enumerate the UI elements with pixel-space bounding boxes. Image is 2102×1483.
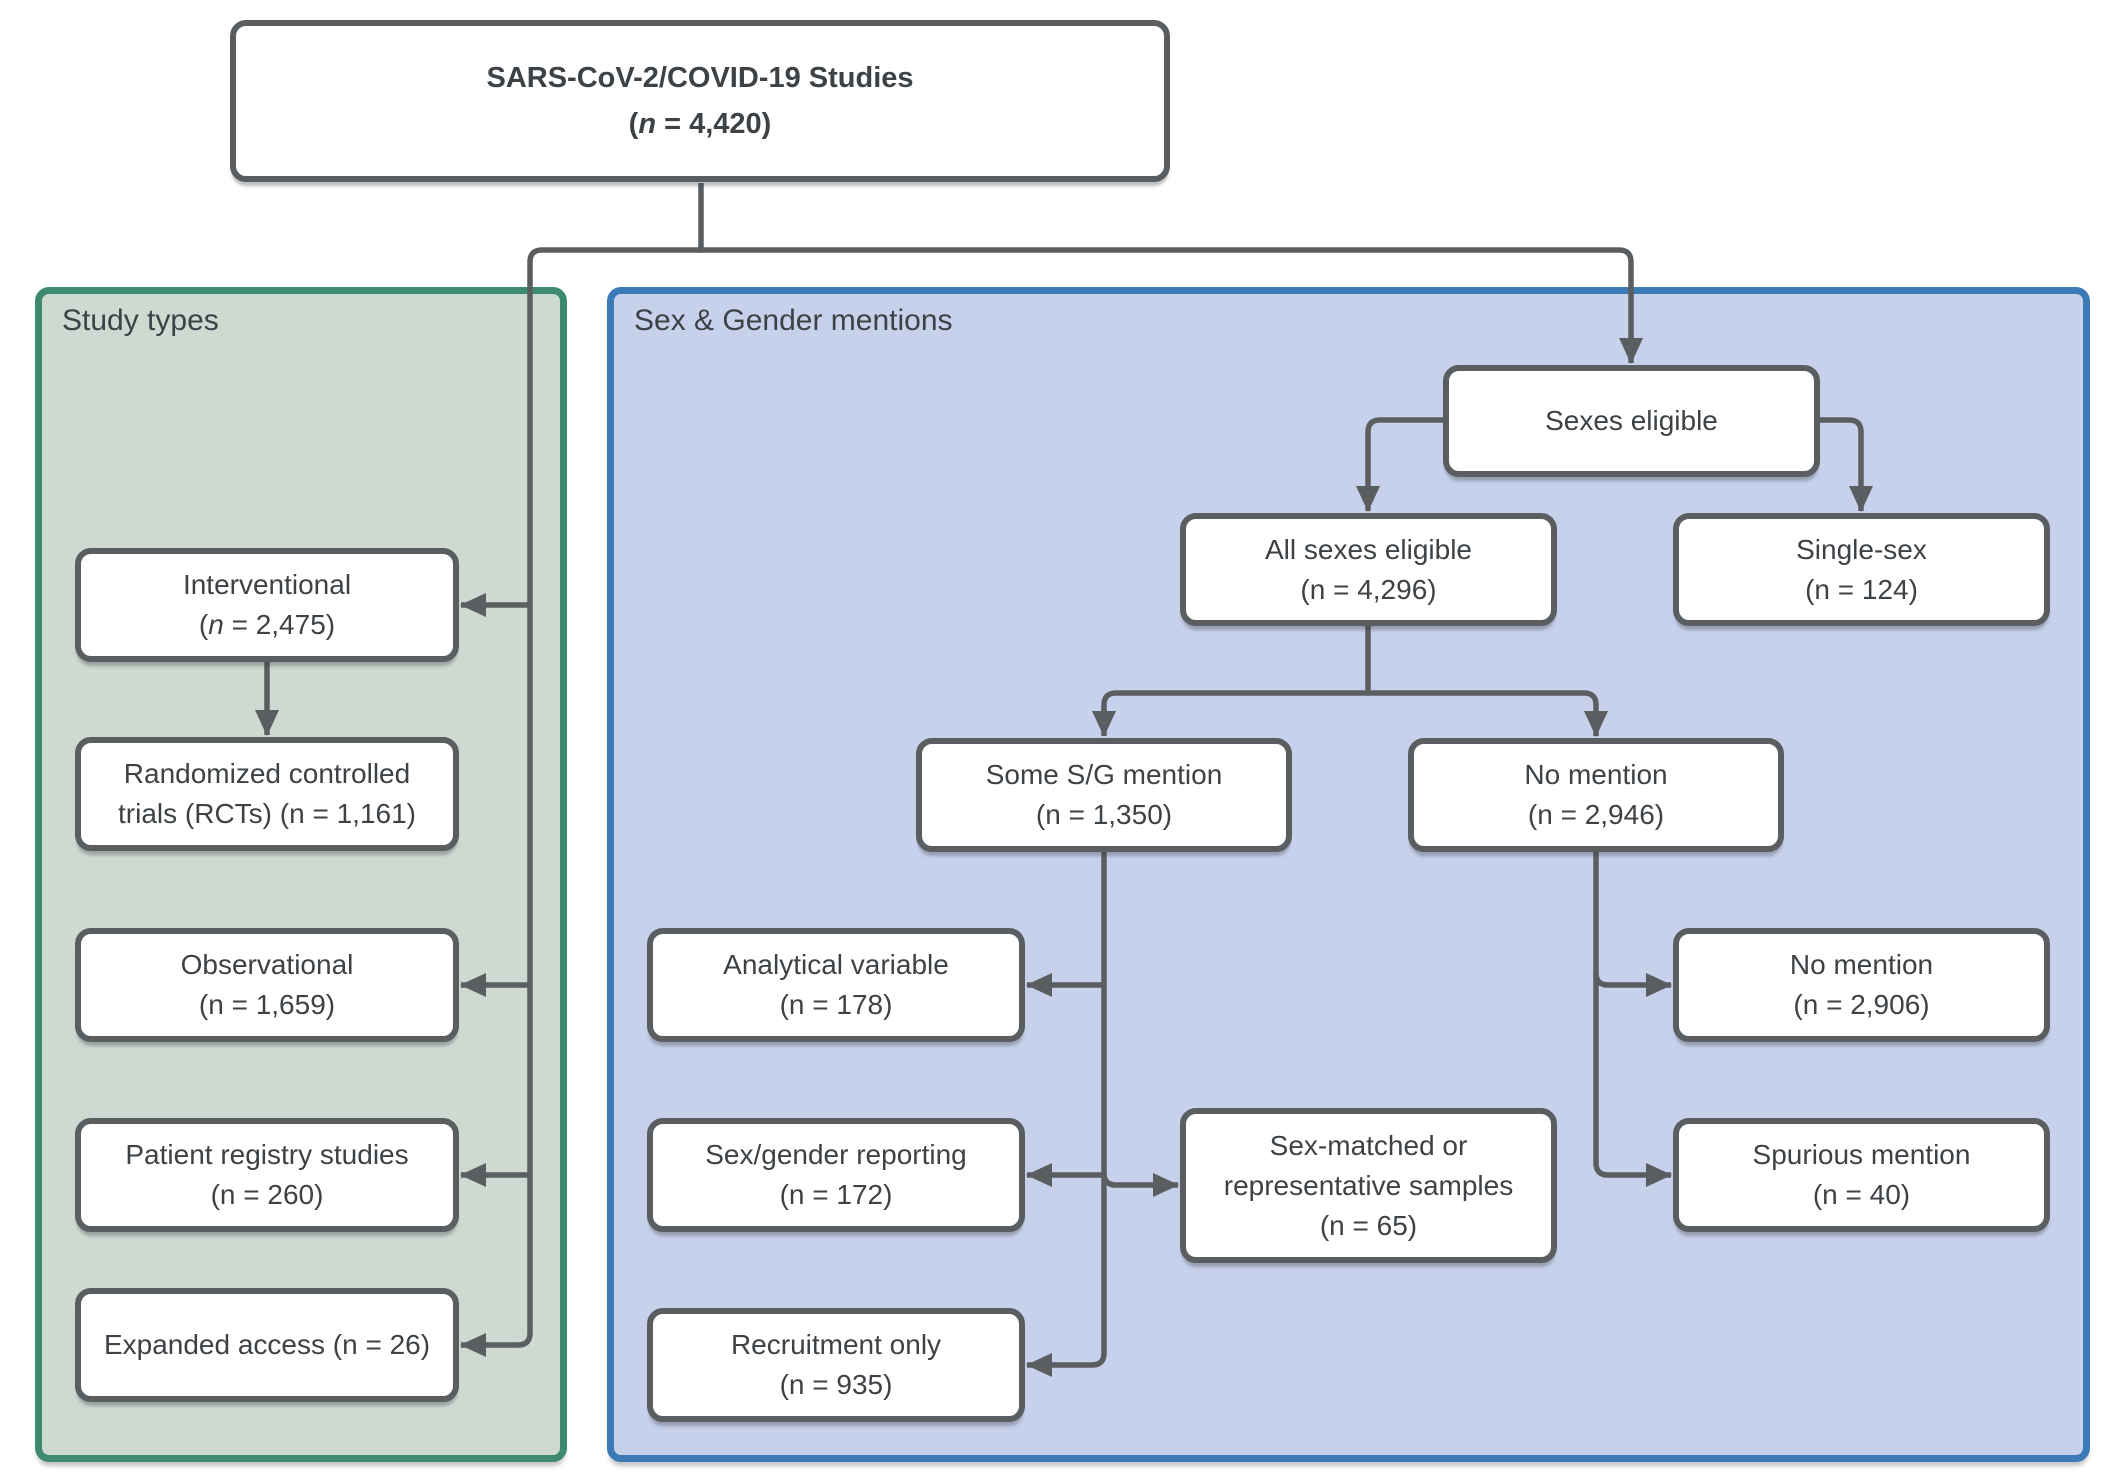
panel-study-types-label: Study types — [62, 304, 219, 337]
box-line: All sexes eligible — [1265, 533, 1472, 565]
box-line: (n = 1,659) — [198, 989, 336, 1020]
connector — [699, 247, 1643, 364]
connector — [1092, 690, 1368, 737]
flow-box-some-sg-mention: Some S/G mention (n = 1,350) — [916, 738, 1292, 852]
flow-box-expanded-access: Expanded access (n = 26) — [75, 1288, 459, 1402]
flow-box-all-sexes-eligible: All sexes eligible (n = 4,296) — [1180, 513, 1557, 626]
box-line: (n = 935) — [779, 1369, 893, 1400]
panel-study-types: Study types — [35, 287, 567, 1462]
box-line: Observational — [180, 949, 354, 980]
box-line: Interventional — [182, 569, 352, 600]
italic-n: n — [208, 609, 224, 640]
box-line: (n = 65) — [1319, 1209, 1418, 1241]
box-line: trials (RCTs) (n = 1,161) — [118, 798, 416, 829]
flow-box-analytical-variable: Analytical variable (n = 178) — [647, 928, 1025, 1042]
box-line: (n = 124) — [1805, 573, 1918, 605]
box-line: Patient registry studies — [125, 1139, 409, 1170]
box-line: Analytical variable — [723, 949, 949, 980]
box-line: Some S/G mention — [985, 759, 1223, 790]
panel-sex-gender-mentions-label: Sex & Gender mentions — [634, 304, 953, 337]
flow-box-sex-matched: Sex-matched or representative samples (n =… — [1180, 1108, 1557, 1263]
connector — [1026, 852, 1107, 1377]
flow-box-spurious-mention: Spurious mention (n = 40) — [1673, 1118, 2050, 1232]
box-line: No mention — [1789, 949, 1934, 980]
flow-box-no-mention-2: No mention (n = 2,906) — [1673, 928, 2050, 1042]
box-line: Recruitment only — [730, 1329, 942, 1360]
box-line: Sexes eligible — [1545, 405, 1718, 436]
flow-box-rcts: Randomized controlled trials (RCTs) (n = … — [75, 737, 459, 851]
box-line: representative samples — [1223, 1169, 1514, 1201]
box-line: No mention — [1524, 759, 1668, 790]
connector — [1356, 417, 1443, 512]
flow-box-patient-registry: Patient registry studies (n = 260) — [75, 1118, 459, 1232]
box-line: (n = 4,420) — [628, 108, 772, 140]
box-line: (n = 4,296) — [1300, 573, 1437, 605]
flow-box-sex-gender-reporting: Sex/gender reporting (n = 172) — [647, 1118, 1025, 1232]
box-line: (n = 2,906) — [1793, 989, 1930, 1020]
box-line: Sex-matched or — [1269, 1129, 1468, 1161]
italic-n: n — [638, 108, 657, 140]
box-line: SARS-CoV-2/COVID-19 Studies — [486, 62, 914, 94]
box-line: (n = 172) — [779, 1179, 893, 1210]
box-line: Spurious mention — [1752, 1139, 1971, 1170]
flow-box-observational: Observational (n = 1,659) — [75, 928, 459, 1042]
box-line: (n = 2,946) — [1527, 799, 1665, 830]
flow-box-interventional: Interventional (n = 2,475) — [75, 548, 459, 662]
box-line: Sex/gender reporting — [705, 1139, 967, 1170]
connector — [1593, 852, 1672, 1187]
connector — [1593, 972, 1672, 997]
box-line: (n = 1,350) — [1035, 799, 1173, 830]
connector — [460, 247, 703, 1357]
panel-sex-gender-mentions: Sex & Gender mentions — [607, 287, 2090, 1462]
box-line: (n = 2,475) — [198, 609, 336, 640]
flow-box-single-sex: Single-sex (n = 124) — [1673, 513, 2050, 626]
flow-box-recruitment-only: Recruitment only (n = 935) — [647, 1308, 1025, 1422]
box-line: Randomized controlled — [123, 758, 411, 789]
box-line: Expanded access (n = 26) — [103, 1329, 431, 1360]
connector — [1820, 417, 1873, 512]
box-line: (n = 40) — [1812, 1179, 1911, 1210]
flow-box-root: SARS-CoV-2/COVID-19 Studies (n = 4,420) — [230, 20, 1170, 182]
connector — [1368, 690, 1608, 737]
flow-box-sexes-eligible: Sexes eligible — [1443, 365, 1820, 477]
box-line: (n = 260) — [210, 1179, 324, 1210]
box-line: Single-sex — [1796, 533, 1927, 565]
connector — [1101, 1172, 1179, 1197]
box-line: (n = 178) — [779, 989, 893, 1020]
flow-box-no-mention: No mention (n = 2,946) — [1408, 738, 1784, 852]
